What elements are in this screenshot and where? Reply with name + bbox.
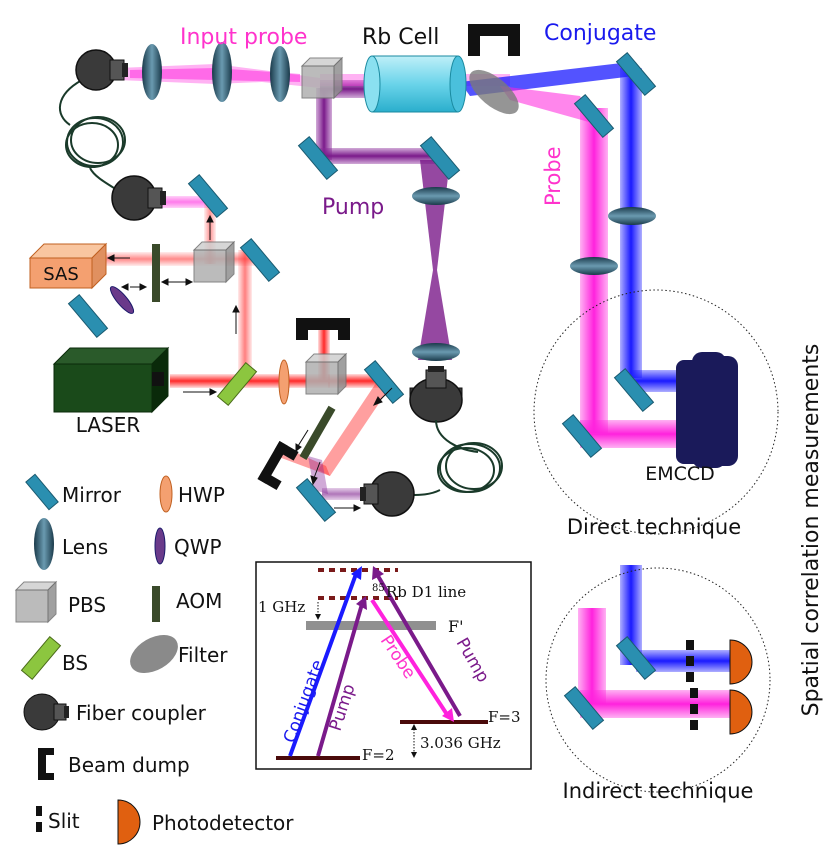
emccd-label: EMCCD [645, 463, 715, 485]
legend-aom-icon [152, 586, 160, 622]
direct-technique-circle [533, 289, 779, 535]
legend-slit-icon [36, 806, 42, 832]
slits-indirect [686, 640, 698, 730]
probe-beam [500, 86, 596, 124]
legend-filter-icon [130, 635, 178, 673]
pbs-cube-laser [305, 353, 347, 395]
spatial-correlation-label: Spatial correlation measurements [799, 344, 824, 717]
f2-label: F=2 [362, 746, 395, 764]
legend-hwp-icon [159, 475, 173, 513]
qwp-sas [109, 286, 135, 314]
fiber-coupler-top [75, 49, 128, 91]
legend-bs-icon [20, 635, 62, 681]
beam-arrows [106, 214, 393, 512]
indirect-technique-circle [545, 567, 771, 793]
sas-label: SAS [43, 264, 79, 285]
mirror-sas [67, 294, 109, 338]
legend-slit-label: Slit [48, 809, 80, 833]
fiber-loops-bottom [437, 442, 503, 493]
beam-splitter [216, 361, 258, 407]
legend-photodetector-icon [117, 799, 141, 845]
legend-pbs-label: PBS [68, 593, 106, 617]
photodetector-bottom [729, 689, 753, 735]
f-prime-label: F' [448, 617, 464, 636]
lens-1 [142, 44, 162, 100]
legend-mirror-icon [25, 473, 59, 511]
fiber-loops-top [65, 116, 126, 168]
legend-lens-label: Lens [62, 535, 108, 559]
photodetector-top [729, 639, 753, 685]
legend-photodetector-label: Photodetector [152, 811, 294, 835]
energy-level-diagram: 85 Rb D1 line 1 GHz F' F=3 F=2 3.036 GHz… [255, 561, 532, 770]
beam-dump-bottom [257, 440, 299, 491]
hyperfine-label: 3.036 GHz [420, 734, 501, 752]
fiber-coupler-mid [111, 175, 166, 221]
rb-cell-label: Rb Cell [362, 25, 439, 50]
legend-aom-label: AOM [176, 589, 222, 613]
legend: Mirror HWP Lens QWP PBS AOM BS Filter Fi… [15, 473, 294, 845]
fiber-coupler-pump [409, 366, 463, 423]
legend-mirror-label: Mirror [62, 483, 122, 507]
laser-label: LASER [76, 413, 141, 437]
legend-fiber-coupler-label: Fiber coupler [76, 701, 207, 725]
f3-label: F=3 [488, 708, 521, 726]
legend-fiber-coupler-icon [23, 693, 69, 731]
legend-bs-label: BS [62, 651, 88, 675]
lens-pump-1 [412, 187, 460, 205]
d1-line-label: Rb D1 line [386, 583, 466, 601]
lens-pump-2 [412, 343, 460, 361]
legend-filter-label: Filter [178, 643, 228, 667]
legend-beam-dump-icon [38, 748, 54, 780]
fiber-coupler-bottom [360, 471, 415, 517]
d1-line-sup: 85 [372, 583, 385, 594]
input-probe-label: Input probe [180, 25, 307, 50]
lens-probe [570, 257, 618, 275]
laser-box [52, 346, 170, 414]
legend-pbs-icon [15, 581, 57, 623]
rb-cell [363, 55, 467, 113]
aom-bottom [299, 405, 336, 460]
legend-lens-icon [34, 518, 54, 570]
lens-2 [212, 42, 232, 102]
legend-hwp-label: HWP [178, 483, 225, 507]
indirect-technique-label: Indirect technique [563, 779, 754, 803]
legend-qwp-icon [154, 527, 166, 565]
emccd-camera [676, 352, 738, 468]
lens-3 [270, 46, 290, 102]
lens-conjugate [608, 207, 656, 225]
detuning-label: 1 GHz [258, 598, 305, 616]
conjugate-label: Conjugate [544, 21, 656, 46]
hwp [278, 359, 290, 405]
legend-qwp-label: QWP [174, 535, 222, 559]
pbs-cube-main [301, 57, 343, 99]
direct-technique-label: Direct technique [567, 515, 741, 539]
pbs-cube-sas [193, 241, 235, 283]
sas-box: SAS [28, 242, 108, 290]
probe-label: Probe [541, 146, 565, 206]
beam-dump-top [468, 24, 520, 56]
legend-beam-dump-label: Beam dump [68, 753, 190, 777]
filter-top [469, 69, 519, 115]
pump-label: Pump [322, 195, 384, 220]
aom-sas [152, 244, 160, 302]
beam-dump-mid [296, 318, 350, 340]
